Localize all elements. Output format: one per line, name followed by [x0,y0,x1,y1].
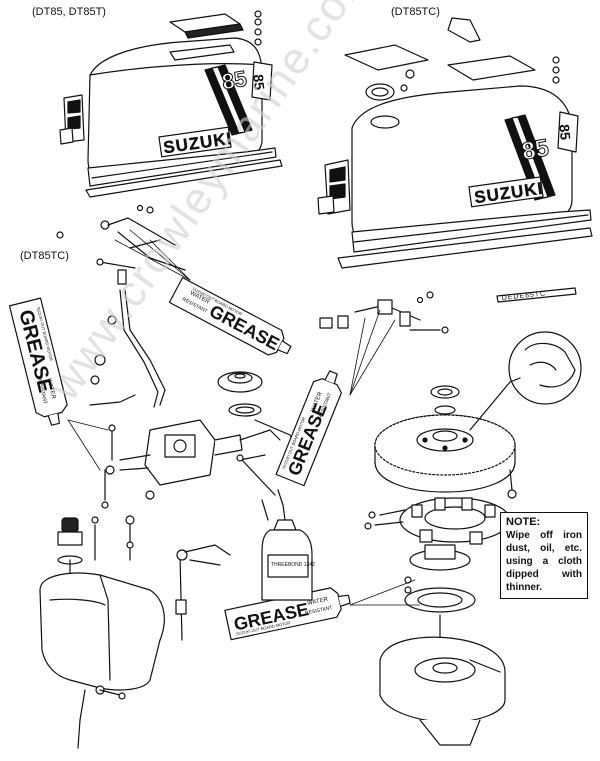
wipe-detail-circle [469,331,582,431]
grease-tube-left-water: WATER [45,378,56,400]
left-side-model-decal: 85 [250,74,268,91]
fuel-pump-assembly [101,419,281,509]
left-cowl-model: 85 [220,66,248,95]
label-dt85tc-top: (DT85TC) [391,6,440,18]
linkage-right [319,299,449,334]
threebond-bottle: THREEBOND 1342 [261,489,315,601]
label-dt85tc-mid: (DT85TC) [20,250,69,262]
note-title: NOTE: [506,516,541,528]
grease-tube-bottom: GREASE WATER RESISTANT SUZUKI OUT BOARD … [224,587,351,641]
lower-cover-right [379,614,506,746]
grease-tube-middle: GREASE WATER RESISTANT SUZUKI OUT BOARD … [275,370,342,487]
linkage-left [89,217,186,408]
decal-strip-text: DEDE85TC [501,290,546,302]
fasteners-top [56,10,560,304]
stator-assembly [364,497,511,613]
right-side-model-decal: 85 [556,124,574,141]
engine-cover-right [317,17,593,269]
leader-lines [67,229,421,606]
flywheel [374,385,517,499]
note-body: Wipe off iron dust, oil, etc. using a cl… [506,530,582,593]
oil-tank [39,515,165,749]
grease-tube-bottom-resistant: RESISTANT [305,605,333,617]
label-dt85-dt85t: (DT85, DT85T) [32,6,106,18]
note-box: NOTE: Wipe off iron dust, oil, etc. usin… [500,512,588,599]
level-gauge [175,544,231,641]
right-cowl-model: 85 [520,134,551,165]
threebond-label: THREEBOND 1342 [271,562,315,568]
grease-tube-bottom-water: WATER [307,597,329,607]
grease-tube-top: GREASE WATER RESISTANT SUZUKI OUT BOARD … [168,277,292,356]
decal-strip-group: DEDE85TC [496,287,577,303]
